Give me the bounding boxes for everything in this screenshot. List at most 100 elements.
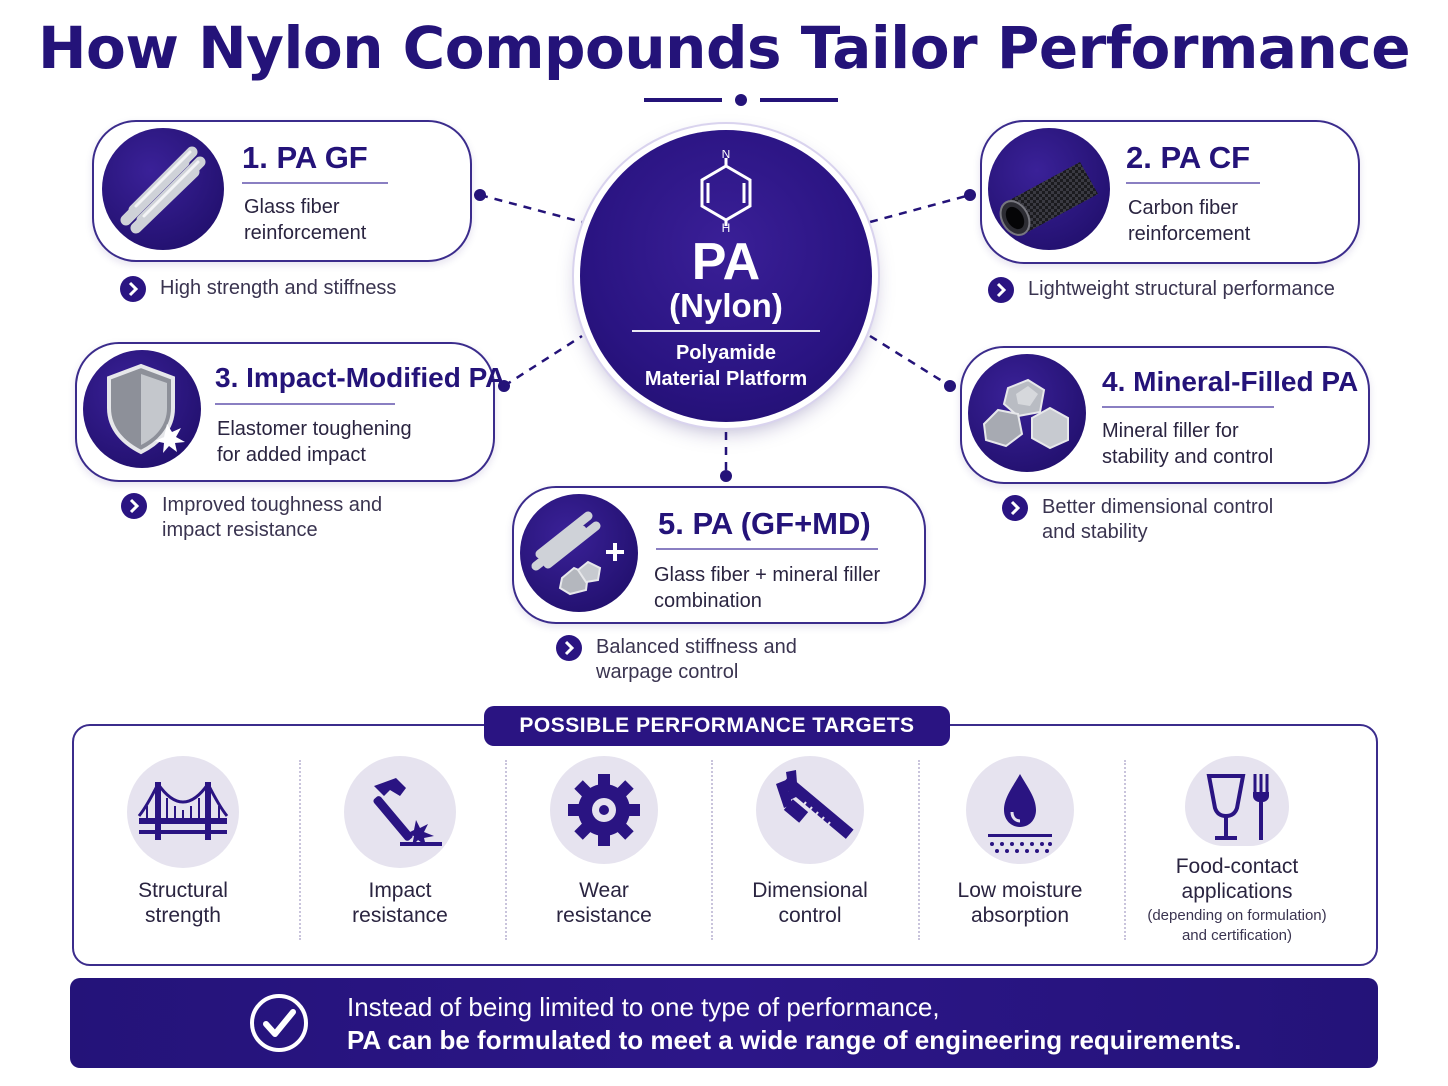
target-label: Impact resistance — [297, 878, 503, 928]
target-line: absorption — [970, 904, 1070, 927]
card-description: Elastomer toughening for added impact — [217, 416, 412, 468]
desc-line: for added impact — [217, 444, 366, 466]
bridge-icon — [127, 756, 239, 868]
benefit-line: and stability — [1042, 521, 1148, 543]
card-title-rule — [1126, 182, 1260, 184]
benefit-line: Better dimensional control — [1042, 496, 1274, 518]
desc-line: Glass fiber + mineral filler — [654, 564, 881, 586]
target-low-moisture-absorption: Low moisture absorption — [917, 756, 1123, 928]
fiber-plus-mineral-icon — [520, 494, 638, 612]
card-title: 4. Mineral-Filled PA — [1102, 366, 1359, 397]
gear-icon — [550, 756, 658, 864]
note-line: and certification) — [1181, 927, 1293, 944]
desc-line: Carbon fiber — [1128, 197, 1239, 219]
benefit-line: High strength and stiffness — [160, 277, 397, 299]
title-divider — [644, 94, 838, 106]
carbon-fiber-tube-icon — [988, 128, 1110, 250]
target-wear-resistance: Wear resistance — [501, 756, 707, 928]
target-line: control — [778, 904, 842, 927]
card-title-rule — [656, 548, 878, 550]
center-pa-label: PA — [691, 233, 761, 291]
target-impact-resistance: Impact resistance — [297, 756, 503, 928]
checkmark-circle-icon — [250, 994, 308, 1052]
target-note: (depending on formulation) and certifica… — [1134, 906, 1340, 946]
target-dimensional-control: Dimensional control — [707, 756, 913, 928]
desc-line: stability and control — [1102, 446, 1274, 468]
banner-line1: Instead of being limited to one type of … — [347, 992, 940, 1022]
water-drop-icon — [966, 756, 1074, 864]
chevron-right-icon — [988, 277, 1014, 303]
target-line: Impact — [368, 879, 432, 902]
benefit-line: impact resistance — [162, 519, 318, 541]
target-line: strength — [145, 904, 221, 927]
performance-targets-panel — [72, 724, 1378, 966]
hammer-icon — [344, 756, 456, 868]
center-divider — [632, 330, 820, 332]
desc-line: reinforcement — [1128, 223, 1251, 245]
target-label: Dimensional control — [707, 878, 913, 928]
chevron-right-icon — [556, 635, 582, 661]
chevron-right-icon — [121, 493, 147, 519]
note-line: (depending on formulation) — [1147, 907, 1327, 924]
column-divider — [711, 760, 713, 940]
target-label: Food-contact applications — [1134, 854, 1340, 904]
chevron-right-icon — [1002, 495, 1028, 521]
card-title: 2. PA CF — [1126, 140, 1251, 175]
banner-line2: PA can be formulated to meet a wide rang… — [347, 1025, 1242, 1055]
target-line: Wear — [579, 879, 629, 902]
hexagon-molecule-icon: N H — [700, 150, 752, 232]
target-line: Dimensional — [752, 879, 868, 902]
glass-fiber-rods-icon — [102, 128, 224, 250]
card-mineral-filled-pa: 4. Mineral-Filled PA Mineral filler for … — [960, 346, 1370, 484]
desc-line: Glass fiber — [244, 196, 340, 218]
card-title: 3. Impact-Modified PA — [215, 362, 506, 393]
target-label: Wear resistance — [501, 878, 707, 928]
desc-line: Elastomer toughening — [217, 418, 412, 440]
column-divider — [505, 760, 507, 940]
atom-h-label: H — [722, 221, 731, 232]
target-label: Low moisture absorption — [917, 878, 1123, 928]
target-label: Structural strength — [80, 878, 286, 928]
center-nylon-label: (Nylon) — [669, 287, 783, 324]
target-line: Structural — [138, 879, 228, 902]
benefit-line: warpage control — [596, 661, 739, 683]
desc-line: Mineral filler for — [1102, 420, 1239, 442]
column-divider — [299, 760, 301, 940]
benefit-line: Balanced stiffness and — [596, 636, 797, 658]
chevron-right-icon — [120, 276, 146, 302]
summary-banner: Instead of being limited to one type of … — [70, 978, 1378, 1068]
atom-n-label: N — [722, 150, 731, 161]
target-structural-strength: Structural strength — [80, 756, 286, 928]
target-food-contact-applications: Food-contact applications (depending on … — [1134, 756, 1340, 946]
performance-targets-label: POSSIBLE PERFORMANCE TARGETS — [484, 706, 950, 746]
card-description: Mineral filler for stability and control — [1102, 418, 1273, 470]
card-description: Glass fiber + mineral filler combination — [654, 562, 880, 614]
card-title-rule — [242, 182, 388, 184]
center-subtitle: Polyamide Material Platform — [580, 340, 872, 392]
cup-fork-icon — [1185, 756, 1289, 846]
caliper-icon — [756, 756, 864, 864]
center-sub-line1: Polyamide — [675, 342, 777, 364]
card-title: 1. PA GF — [242, 140, 368, 175]
column-divider — [1124, 760, 1126, 940]
benefit-line: Improved toughness and — [162, 494, 383, 516]
card-description: Glass fiber reinforcement — [244, 194, 366, 246]
column-divider — [918, 760, 920, 940]
card-impact-modified-pa: 3. Impact-Modified PA Elastomer tougheni… — [75, 342, 505, 482]
card-pa-gf: 1. PA GF Glass fiber reinforcement — [92, 120, 472, 262]
target-line: Food-contact — [1175, 855, 1299, 878]
shield-icon — [83, 350, 201, 468]
card-title-rule — [215, 403, 395, 405]
center-sub-line2: Material Platform — [644, 368, 808, 390]
page-title: How Nylon Compounds Tailor Performance — [37, 14, 1411, 82]
card-pa-cf: 2. PA CF Carbon fiber reinforcement — [980, 120, 1360, 264]
desc-line: combination — [654, 590, 762, 612]
card-title: 5. PA (GF+MD) — [658, 506, 871, 541]
desc-line: reinforcement — [244, 222, 367, 244]
mineral-rocks-icon — [968, 354, 1086, 472]
target-line: resistance — [352, 904, 448, 927]
target-line: applications — [1181, 880, 1293, 903]
target-line: resistance — [556, 904, 652, 927]
benefit-line: Lightweight structural performance — [1028, 278, 1335, 300]
